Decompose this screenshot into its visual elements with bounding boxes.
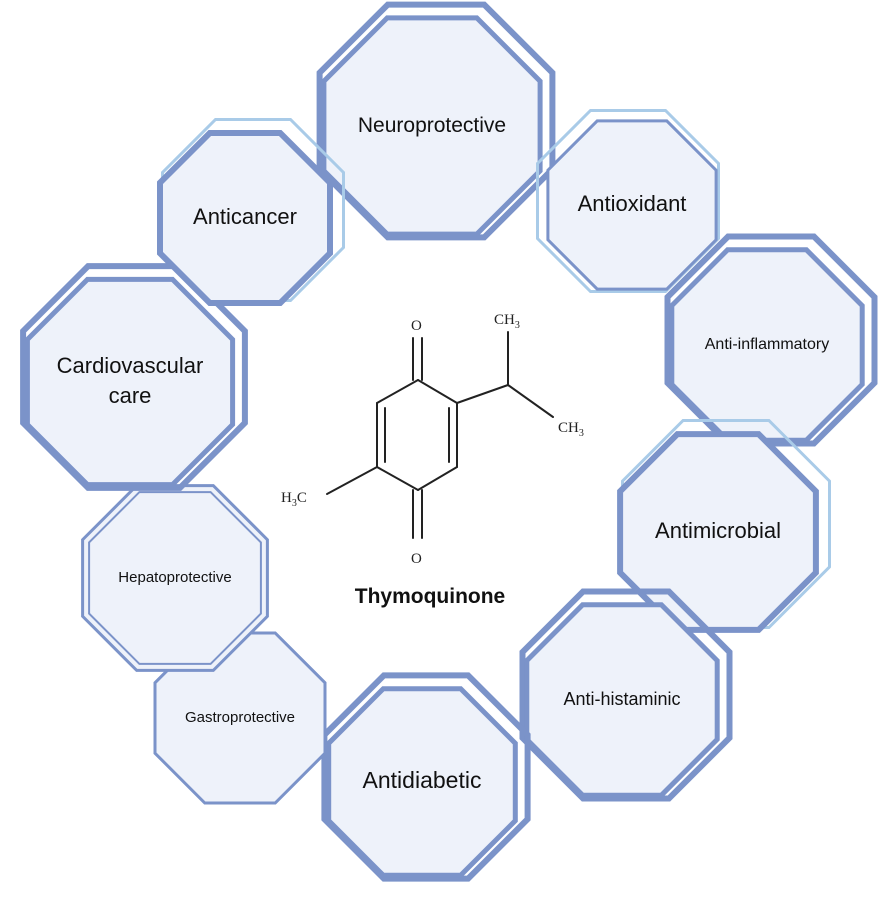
group-ch3-top: CH3 (494, 312, 520, 331)
group-ch3-right: CH3 (558, 420, 584, 439)
activity-label: Neuroprotective (358, 114, 506, 137)
activity-anticancer: Anticancer (157, 118, 345, 306)
activity-label: Anti-histaminic (563, 689, 680, 709)
bond-c1-c2 (417, 379, 458, 404)
octagon-shape (153, 631, 327, 805)
activity-hepatoprotective: Hepatoprotective (81, 484, 269, 672)
activity-anti-histaminic: Anti-histaminic (519, 588, 733, 802)
octagon-shape (617, 431, 819, 633)
octagon-shape (326, 686, 518, 878)
activity-neuroprotective: Neuroprotective (316, 1, 556, 241)
activity-antidiabetic: Antidiabetic (321, 672, 531, 882)
activity-label: Antidiabetic (363, 767, 482, 793)
octagon-shape (88, 491, 262, 665)
bond-isopropyl (456, 384, 509, 404)
activity-anti-inflammatory: Anti-inflammatory (664, 233, 878, 447)
activity-octagons: NeuroprotectiveAntioxidantAnti-inflammat… (20, 1, 878, 882)
group-h3c: H3C (281, 490, 307, 509)
activity-antimicrobial: Antimicrobial (617, 419, 831, 633)
activity-antioxidant: Antioxidant (536, 109, 720, 293)
bond-methyl (326, 466, 378, 495)
octagon-outer-ring (316, 1, 556, 241)
octagon-outer-ring (536, 109, 720, 293)
octagon-shape (24, 276, 236, 488)
octagon-outer-ring (519, 588, 733, 802)
activity-label: Hepatoprotective (118, 569, 231, 586)
activity-label: Gastroprotective (185, 709, 295, 726)
bond-c6-c1 (376, 379, 419, 404)
bond-isopropyl-right (507, 384, 554, 418)
octagon-shape (524, 602, 720, 798)
octagon-outer-ring (20, 263, 248, 491)
atom-o-top: O (411, 318, 422, 334)
octagon-outer-ring (664, 233, 878, 447)
bond-c4-c5 (376, 466, 419, 491)
activity-label: Anti-inflammatory (705, 336, 829, 353)
compound-name: Thymoquinone (355, 585, 506, 608)
octagon-shape (157, 130, 333, 306)
octagon-shape (546, 119, 718, 291)
atom-o-bottom: O (411, 551, 422, 567)
activity-label: Anticancer (193, 204, 297, 229)
octagon-shape (321, 15, 543, 237)
octagon-outer-ring (81, 484, 269, 672)
activity-label: Antimicrobial (655, 518, 781, 543)
bond-c3-c4 (417, 466, 458, 491)
activity-label: Antioxidant (578, 191, 687, 216)
thymoquinone-structure: O O CH3 CH3 H3C Thymoquinone (281, 312, 584, 608)
activity-gastroprotective: Gastroprotective (153, 631, 327, 805)
octagon-shape (669, 247, 865, 443)
